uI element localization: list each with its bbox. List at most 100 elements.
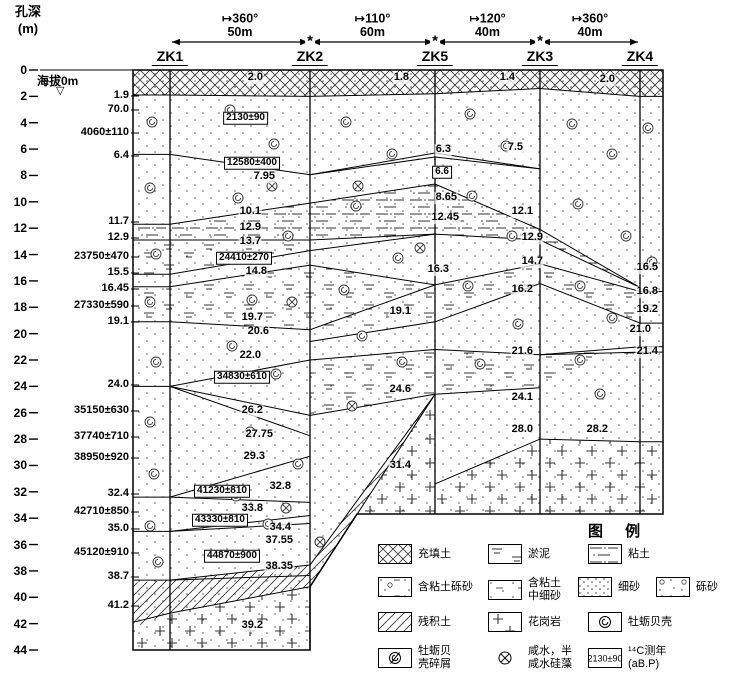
zk1-margin-depth-label: 6.4	[112, 149, 130, 162]
legend-label: 残积土	[418, 615, 451, 628]
oyster-shell-icon	[146, 116, 158, 128]
oyster-shell-icon	[576, 282, 584, 290]
layer-boundary-15	[169, 496, 311, 503]
zk2-depth-label: 19.7	[240, 311, 264, 324]
segment-direction-3: ↦360°	[571, 11, 609, 26]
oyster-shell-icon	[340, 286, 348, 294]
oyster-shell-icon	[246, 294, 258, 306]
zk2-depth-label: 32.8	[268, 480, 292, 493]
oyster-shell-icon	[392, 252, 404, 264]
zk1-margin-depth-label: 38.7	[106, 570, 130, 583]
zk2-depth-label: 37.55	[264, 534, 294, 547]
zk2-depth-label: 14.8	[244, 265, 268, 278]
zk1-margin-depth-label: 37740±710	[73, 430, 130, 443]
oyster-shell-icon	[148, 118, 156, 126]
zk1-margin-depth-label: 27330±590	[73, 299, 130, 312]
zk3-depth-label: 16.2	[510, 283, 534, 296]
zk5-depth-label: 8.65	[434, 191, 458, 204]
arrowhead-left	[312, 38, 320, 46]
oyster-shell-icon	[468, 192, 476, 200]
layer-boundary-4	[133, 233, 641, 288]
zk4-depth-label: 28.2	[585, 423, 609, 436]
zk2-depth-label: 33.8	[240, 502, 264, 515]
legend-swatch-hatch-icon	[378, 612, 412, 632]
legend-item-oyster-debris: 牡蛎贝 壳碎屑	[378, 645, 451, 670]
oyster-shell-icon	[506, 230, 518, 242]
legend-item-c14: 2130±90 ¹⁴C测年 (aB.P)	[588, 645, 666, 670]
axis-tick-label-2: 2	[20, 89, 27, 104]
legend-title: 图 例	[588, 523, 650, 540]
svg-text:2130±90: 2130±90	[588, 653, 622, 663]
zk1-margin-depth-label: 45120±910	[73, 546, 130, 559]
legend-label: 粘土	[628, 547, 650, 560]
oyster-shell-icon	[292, 458, 304, 470]
oyster-shell-icon	[232, 192, 244, 204]
oyster-shell-icon	[152, 250, 160, 258]
region-residual-soil	[133, 394, 435, 628]
oyster-shell-icon	[474, 358, 486, 370]
borehole-label-zk4: ZK4	[621, 48, 659, 66]
legend-label: 含粘土砾砂	[418, 580, 473, 593]
arrowhead-left	[172, 38, 180, 46]
zk2-depth-label: 39.2	[240, 619, 264, 632]
oyster-shell-icon	[644, 124, 652, 132]
oyster-shell-icon	[358, 332, 366, 340]
zk1-margin-depth-label: 4060±110	[79, 126, 130, 139]
zk1-margin-depth-label: 11.7	[107, 215, 130, 228]
axis-tick-label-20: 20	[13, 326, 27, 341]
oyster-shell-icon	[270, 368, 282, 380]
segment-separator: *	[535, 32, 545, 50]
axis-tick-label-28: 28	[13, 432, 27, 447]
oyster-shell-icon	[144, 182, 156, 194]
axis-tick-label-10: 10	[13, 194, 27, 209]
fossil-symbols	[144, 104, 658, 568]
legend-swatch-granite-icon	[488, 612, 522, 632]
header-measure-lines	[29, 38, 638, 651]
legend-label: 咸水，半 咸水硅藻	[528, 645, 572, 670]
segment-distance-3: 40m	[574, 25, 606, 39]
oyster-shell-icon	[226, 340, 238, 352]
zk1-margin-depth-label: 23750±470	[73, 250, 130, 263]
legend-label: 花岗岩	[528, 615, 561, 628]
oyster-shell-icon	[606, 148, 618, 160]
axis-tick-label-34: 34	[13, 511, 27, 526]
borehole-label-zk1: ZK1	[151, 48, 189, 66]
axis-tick-label-42: 42	[13, 616, 27, 631]
layer-boundary-19	[169, 575, 311, 581]
diatom-icon	[316, 538, 324, 546]
zk2-depth-label: 43330±810	[192, 513, 248, 527]
oyster-shell-icon	[234, 194, 242, 202]
segment-direction-2: ↦120°	[469, 11, 506, 26]
legend-swatch-oyster-icon	[588, 612, 622, 632]
oyster-shell-icon	[594, 388, 606, 400]
layer-boundary-18	[133, 394, 436, 581]
zk3-depth-label: 28.0	[510, 423, 534, 436]
layer-boundary-21	[434, 438, 663, 485]
region-clay	[133, 184, 640, 288]
axis-tick-label-32: 32	[13, 484, 27, 499]
axis-tick-label-12: 12	[13, 221, 27, 236]
legend-swatch-diatom-icon	[498, 651, 512, 665]
oyster-shell-icon	[146, 298, 154, 306]
axis-tick-label-14: 14	[13, 247, 27, 262]
zk5-depth-label: 16.3	[426, 263, 450, 276]
legend-swatch-silt-icon	[488, 544, 522, 564]
oyster-shell-icon	[466, 110, 474, 118]
axis-tick-label-8: 8	[20, 168, 27, 183]
legend-swatch-dots-icon	[578, 577, 612, 597]
zk2-depth-label: 26.2	[240, 404, 264, 417]
legend-label: ¹⁴C测年 (aB.P)	[628, 645, 667, 670]
oyster-shell-icon	[642, 122, 654, 134]
zk2-depth-label: 38.35	[264, 560, 294, 573]
oyster-shell-icon	[152, 358, 160, 366]
sea-level-mark-icon: ▽	[56, 85, 65, 97]
oyster-shell-icon	[574, 280, 586, 292]
zk2-depth-label: 34.4	[268, 521, 292, 534]
oyster-shell-icon	[462, 280, 474, 292]
oyster-shell-icon	[146, 418, 154, 426]
segment-separator: *	[430, 32, 440, 50]
oyster-shell-icon	[464, 282, 472, 290]
zk1-margin-depth-label: 42710±850	[73, 505, 130, 518]
legend-swatch-oyster-debris-icon	[378, 647, 412, 668]
axis-tick-label-4: 4	[20, 115, 27, 130]
